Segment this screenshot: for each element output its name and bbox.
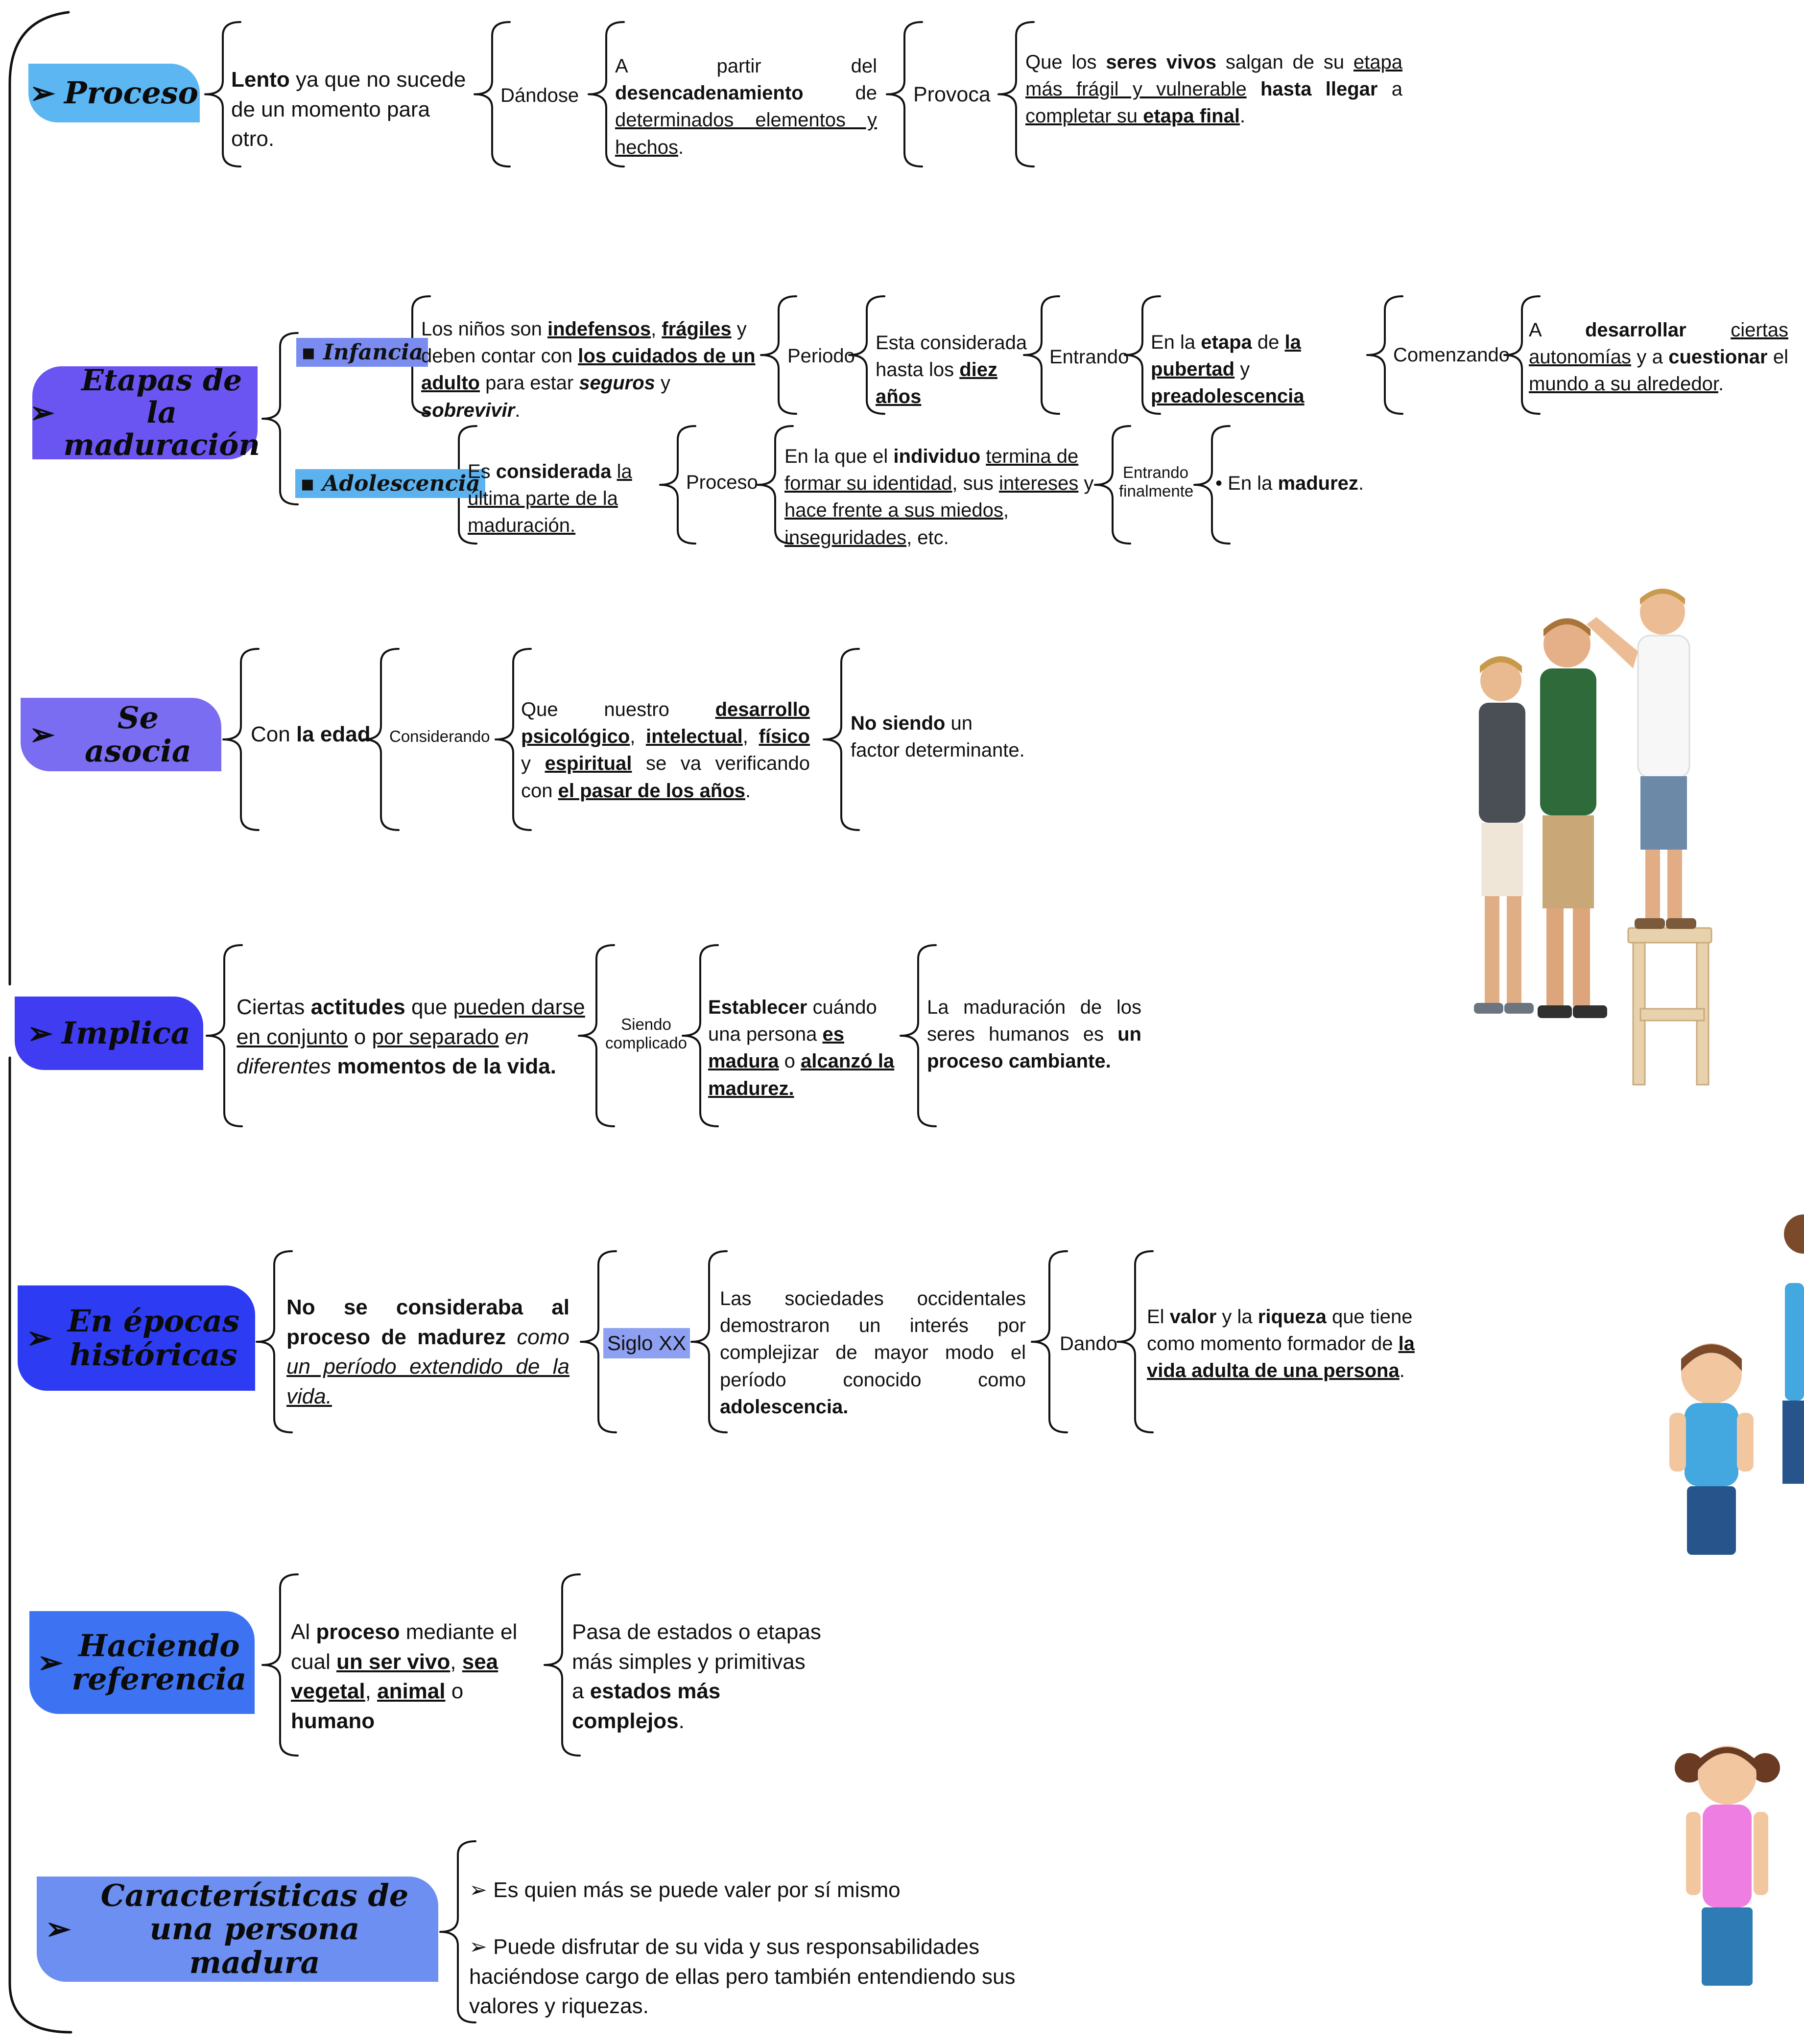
proceso-a-partir: A partir del desencadenamiento de determ… bbox=[615, 55, 877, 158]
arrow-icon: ➢ bbox=[29, 716, 55, 752]
curly-brace bbox=[261, 1573, 299, 1757]
curly-brace bbox=[1193, 425, 1231, 545]
curly-brace bbox=[659, 425, 696, 545]
epocas-dando: Dando bbox=[1060, 1333, 1117, 1355]
outer-bracket-top bbox=[8, 11, 70, 986]
curly-brace bbox=[495, 648, 532, 831]
label-epocas-historicas: ➢En épocas históricas bbox=[18, 1285, 255, 1391]
asocia-desarrollo: Que nuestro desarrollo psicológico, inte… bbox=[521, 699, 810, 802]
curly-brace bbox=[474, 21, 511, 167]
curly-brace bbox=[222, 648, 260, 831]
outer-bracket-bottom bbox=[8, 1056, 72, 2034]
adolescencia-identidad: En la que el individuo termina de formar… bbox=[784, 446, 1094, 548]
square-bullet-icon: ▪ bbox=[300, 471, 315, 496]
arrow-icon: ➢ bbox=[30, 396, 55, 430]
label-implica: ➢Implica bbox=[15, 997, 203, 1070]
asocia-considerando: Considerando bbox=[389, 727, 490, 745]
child-middle-image bbox=[1538, 618, 1607, 1018]
curly-brace bbox=[997, 21, 1035, 167]
label-se-asocia: ➢Se asocia bbox=[21, 698, 221, 771]
asocia-edad: Con la edad bbox=[251, 722, 371, 746]
adolescencia-madurez: • En la madurez. bbox=[1215, 473, 1364, 494]
curly-brace bbox=[886, 21, 923, 167]
curly-brace bbox=[690, 1250, 728, 1433]
proceso-provoca: Provoca bbox=[913, 83, 991, 106]
proceso-seres-vivos: Que los seres vivos salgan de su etapa m… bbox=[1025, 51, 1403, 127]
tag-infancia: ▪ Infancia bbox=[296, 338, 428, 367]
tag-siglo-xx: Siglo XX bbox=[603, 1328, 690, 1358]
arrow-icon: ➢ bbox=[27, 1015, 53, 1051]
photo-children-height bbox=[1474, 589, 1712, 1086]
infancia-autonomias: A desarrollar ciertas autonomías y a cue… bbox=[1529, 319, 1788, 395]
implica-actitudes: Ciertas actitudes que pueden darse en co… bbox=[237, 995, 585, 1079]
curly-brace bbox=[823, 648, 860, 831]
curly-brace bbox=[900, 944, 937, 1127]
proceso-dandose: Dándose bbox=[500, 85, 579, 106]
implica-siendo-complicado: Siendo complicado bbox=[605, 1015, 687, 1052]
caracteristica-2: ➢ Puede disfrutar de su vida y sus respo… bbox=[469, 1935, 1016, 2019]
curly-brace bbox=[362, 648, 400, 831]
curly-brace bbox=[1503, 295, 1541, 415]
curly-brace bbox=[848, 295, 885, 415]
curly-brace bbox=[1094, 425, 1131, 545]
curly-brace bbox=[1366, 295, 1403, 415]
curly-brace bbox=[1031, 1250, 1068, 1433]
caracteristica-1: ➢ Es quien más se puede valer por sí mis… bbox=[469, 1878, 901, 1902]
cartoon-boy-partial-image bbox=[1782, 1214, 1804, 1484]
bullet-icon: • bbox=[1215, 473, 1223, 494]
child-left-image bbox=[1474, 656, 1534, 1014]
infancia-entrando: Entrando bbox=[1049, 346, 1129, 368]
epocas-valor: El valor y la riqueza que tiene como mom… bbox=[1147, 1306, 1415, 1382]
infancia-diez-anos: Esta considerada hasta los diez años bbox=[876, 332, 1027, 408]
infancia-comenzando: Comenzando bbox=[1393, 344, 1510, 366]
asocia-no-siendo: No siendo un factor determinante. bbox=[851, 713, 1025, 761]
curly-brace bbox=[261, 332, 299, 505]
label-caracteristicas: ➢Características de una persona madura bbox=[37, 1877, 438, 1982]
curly-brace bbox=[206, 944, 243, 1127]
curly-brace bbox=[682, 944, 719, 1127]
curly-brace bbox=[1116, 1250, 1154, 1433]
curly-brace bbox=[760, 295, 797, 415]
arrow-icon: ➢ bbox=[469, 1878, 487, 1902]
adolescencia-proceso: Proceso bbox=[686, 472, 758, 493]
haciendo-ser-vivo: Al proceso mediante el cual un ser vivo,… bbox=[291, 1620, 518, 1734]
square-bullet-icon: ▪ bbox=[301, 340, 316, 365]
adolescencia-entrando-finalmente: Entrando finalmente bbox=[1119, 463, 1194, 500]
arrow-icon: ➢ bbox=[46, 1911, 71, 1947]
cartoon-girl-image bbox=[1675, 1746, 1780, 1986]
tag-adolescencia: ▪ Adolescencia bbox=[295, 469, 485, 498]
label-proceso: ➢Proceso bbox=[28, 64, 200, 122]
child-right-image bbox=[1587, 589, 1696, 929]
curly-brace bbox=[580, 1250, 617, 1433]
curly-brace bbox=[588, 21, 625, 167]
adolescencia-ultima-parte: Es considerada la última parte de la mad… bbox=[468, 461, 632, 537]
infancia-pubertad: En la etapa de la pubertad y preadolesce… bbox=[1151, 332, 1305, 407]
label-etapas: ➢Etapas de la maduración bbox=[30, 363, 260, 462]
proceso-lento: Lento ya que no sucede de un momento par… bbox=[231, 68, 466, 151]
label-haciendo-referencia: ➢Haciendo referencia bbox=[29, 1611, 255, 1714]
curly-brace bbox=[1023, 295, 1060, 415]
curly-brace bbox=[256, 1250, 293, 1433]
curly-brace bbox=[757, 425, 794, 545]
arrow-icon: ➢ bbox=[37, 1644, 63, 1680]
cartoon-boy-image bbox=[1669, 1343, 1754, 1555]
infancia-periodo: Periodo bbox=[787, 345, 855, 367]
arrow-icon: ➢ bbox=[29, 74, 55, 111]
haciendo-estados: Pasa de estados o etapas más simples y p… bbox=[572, 1620, 821, 1734]
infancia-ninos: Los niños son indefensos, frágiles y deb… bbox=[421, 318, 756, 421]
arrow-icon: ➢ bbox=[469, 1935, 487, 1959]
implica-maduracion: La maduración de los seres humanos es un… bbox=[927, 997, 1141, 1072]
curly-brace bbox=[578, 944, 615, 1127]
curly-brace bbox=[1124, 295, 1161, 415]
epocas-sociedades: Las sociedades occidentales demostraron … bbox=[720, 1288, 1026, 1418]
stool-image bbox=[1627, 927, 1712, 1086]
curly-brace bbox=[544, 1573, 581, 1757]
implica-establecer: Establecer cuándo una persona es madura … bbox=[708, 997, 895, 1099]
curly-brace bbox=[204, 21, 241, 167]
arrow-icon: ➢ bbox=[26, 1320, 52, 1356]
curly-brace bbox=[439, 1840, 476, 2023]
epocas-no-se-consideraba: No se consideraba al proceso de madurez … bbox=[286, 1295, 570, 1409]
